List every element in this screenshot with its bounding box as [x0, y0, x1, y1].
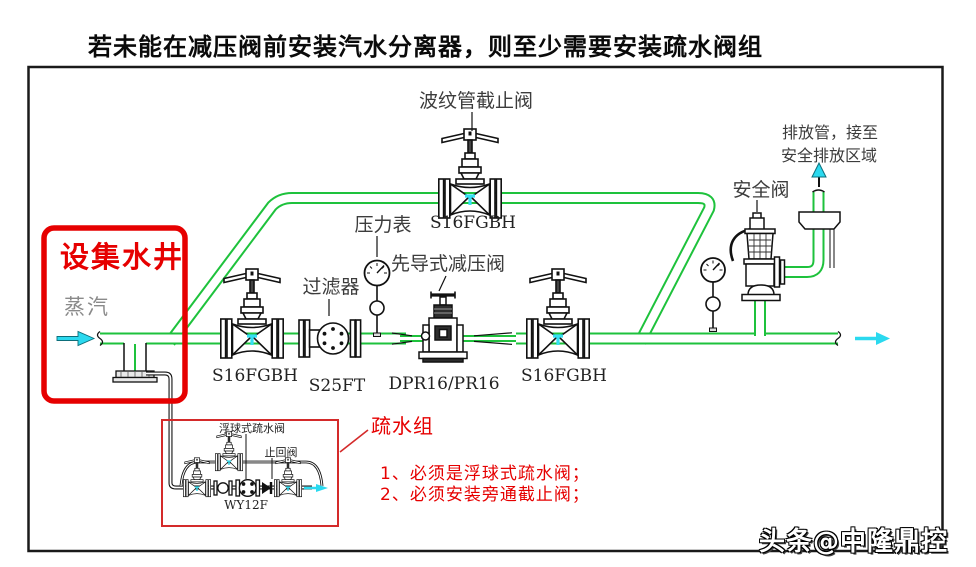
inlet-stop-valve [220, 267, 284, 360]
trap-model-label: WY12F [224, 498, 268, 512]
trap-group-label: 疏水组 [371, 414, 434, 438]
discharge-label-line1: 排放管，接至 [782, 123, 878, 142]
inlet-valve-model-label: S16FGBH [212, 366, 298, 386]
watermark: 头条@中隆鼎控 [758, 527, 948, 557]
diagram-border [27, 65, 944, 553]
pressure-gauge-2 [700, 257, 726, 332]
discharge-label-line2: 安全排放区域 [781, 146, 877, 165]
pressure-gauge-1 [363, 259, 391, 337]
pilot-prv-label: 先导式减压阀 [391, 253, 505, 275]
inlet-flow-arrow-icon [56, 330, 96, 347]
page-title: 若未能在减压阀前安装汽水分离器，则至少需要安装疏水阀组 [88, 33, 763, 61]
drip-pan-elbow [798, 211, 841, 230]
bypass-valve-model-label: S16FGBH [430, 213, 516, 233]
trap-group-leader-line [339, 429, 369, 453]
pipe-union [213, 480, 233, 496]
main-pipe [96, 330, 842, 347]
collection-well-label: 设集水井 [60, 240, 184, 274]
vent-arrow-icon [811, 161, 827, 187]
trap-outlet-valve [274, 457, 302, 498]
bellows-stop-valve-label: 波纹管截止阀 [419, 90, 533, 112]
safety-valve-label: 安全阀 [732, 179, 789, 201]
trap-inlet-valve [183, 457, 211, 498]
discharge-piping [754, 189, 841, 340]
outlet-valve-model-label: S16FGBH [521, 366, 607, 386]
bellows-stop-valve [438, 127, 502, 220]
float-trap-label: 浮球式疏水阀 [219, 421, 285, 435]
strainer-model-label: S25FT [309, 376, 366, 396]
trap-group [183, 431, 328, 498]
prv-model-label: DPR16/PR16 [388, 374, 499, 394]
trap-bypass-valve [215, 431, 243, 472]
collection-well-box [41, 225, 188, 404]
note-1: 1、必须是浮球式疏水阀； [380, 464, 590, 484]
pilot-prv [418, 291, 468, 363]
label-leader-lines [328, 112, 758, 316]
strainer-label: 过滤器 [302, 276, 359, 298]
outlet-stop-valve [526, 267, 590, 360]
drip-leg [112, 342, 158, 383]
check-valve-label: 止回阀 [265, 445, 298, 459]
strainer [298, 319, 362, 358]
drain-arrow-icon [304, 484, 328, 492]
float-trap [235, 479, 261, 497]
check-valve [262, 482, 273, 494]
trap-group-box [161, 419, 339, 527]
note-2: 2、必须安装旁通截止阀； [380, 485, 590, 505]
pressure-gauge-label: 压力表 [354, 214, 411, 236]
outlet-flow-arrow-icon [855, 332, 890, 345]
safety-valve [729, 212, 786, 302]
steam-label: 蒸汽 [64, 295, 110, 319]
